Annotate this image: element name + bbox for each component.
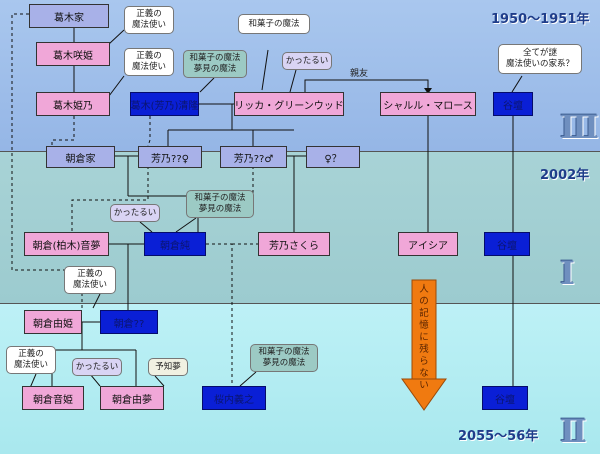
pointer-seigi2 — [108, 75, 125, 97]
note-wagashi-top: 和菓子の魔法 夢見の魔法 — [183, 50, 247, 78]
pointer-kattarui1 — [289, 69, 297, 93]
note-wagashi-bottom: 和菓子の魔法 夢見の魔法 — [250, 344, 318, 372]
shinyu-arrowhead — [424, 88, 432, 94]
dashed-f-to-nemu — [71, 166, 149, 232]
box-asakura-q: 朝倉?? — [100, 310, 158, 334]
box-asakura-otome: 朝倉音姫 — [22, 386, 84, 410]
box-unknown-mid: 谷壇 — [484, 232, 530, 256]
era-label-2002: 2002年 — [540, 168, 590, 183]
note-seigi-2: 正義の 魔法使い — [124, 48, 174, 76]
pointer-ricca — [261, 49, 269, 91]
note-mystery: 全てが謎 魔法使いの家系？ — [498, 44, 582, 74]
box-asakura-yuki: 朝倉由姫 — [24, 310, 82, 334]
box-yoshino-m: 芳乃??♂ — [220, 146, 287, 168]
note-kattarui-1: かったるい — [282, 52, 332, 70]
pointer-seigi1 — [108, 29, 125, 45]
dashed-kiyotaka-f — [147, 116, 151, 147]
box-aisia: アイシア — [398, 232, 458, 256]
label-shinyu: 親友 — [350, 69, 369, 79]
pointer-seigi4 — [29, 373, 37, 389]
note-yochimu: 予知夢 — [148, 358, 188, 376]
era-label-1950: 1950〜1951年 — [491, 12, 590, 27]
pointer-seigi3 — [92, 293, 101, 309]
note-seigi-1: 正義の 魔法使い — [124, 6, 174, 34]
roman-numeral-1: Ⅰ — [560, 254, 575, 292]
memory-arrow — [401, 279, 447, 411]
box-asakura-yume: 朝倉由夢 — [100, 386, 164, 410]
note-seigi-4: 正義の 魔法使い — [6, 346, 56, 374]
note-kattarui-3: かったるい — [72, 358, 122, 376]
pointer-kattarui2 — [139, 221, 153, 233]
box-katsuragi-himeno: 葛木姫乃 — [36, 92, 110, 116]
box-female-q: ♀？ — [306, 146, 360, 168]
box-unknown-bottom: 谷壇 — [482, 386, 528, 410]
line-shinyu — [304, 79, 429, 92]
box-yoshino-sakura: 芳乃さくら — [258, 232, 330, 256]
box-asakura-house: 朝倉家 — [46, 146, 115, 168]
box-charles: シャルル・マロース — [380, 92, 476, 116]
pointer-mystery — [511, 75, 523, 93]
roman-numeral-3: Ⅲ — [560, 108, 599, 146]
note-kattarui-2: かったるい — [110, 204, 160, 222]
box-katsuragi-house: 葛木家 — [29, 4, 109, 28]
box-asakura-jun: 朝倉純 — [144, 232, 206, 256]
note-wagashi-ricca: 和菓子の魔法 — [238, 14, 310, 34]
roman-numeral-2: Ⅱ — [560, 412, 587, 450]
era-label-2055: 2055〜56年 — [458, 429, 539, 444]
box-asakura-nemu: 朝倉(柏木)音夢 — [24, 232, 109, 256]
box-katsuragi-kiyotaka: 葛木(芳乃)清隆 — [130, 92, 199, 116]
box-katsuragi-sakihime: 葛木咲姫 — [36, 42, 110, 66]
box-unknown-top: 谷壇 — [493, 92, 533, 116]
dashed-jun-to-yoshiyuki — [206, 243, 233, 386]
pointer-wagashi-top — [199, 77, 215, 93]
pointer-kattarui3 — [89, 373, 101, 387]
box-sakurauchi-yoshiyuki: 桜内義之 — [202, 386, 266, 410]
pointer-wagashi-bottom — [239, 371, 257, 387]
box-yoshino-f: 芳乃??♀ — [138, 146, 202, 168]
memory-arrow-label: 人の記憶に残らない — [419, 284, 429, 391]
note-seigi-3: 正義の 魔法使い — [64, 266, 116, 294]
box-ricca: リッカ・グリーンウッド — [234, 92, 344, 116]
pointer-wagashi-mid — [175, 217, 197, 233]
pointer-yochimu — [154, 375, 165, 387]
note-wagashi-mid: 和菓子の魔法 夢見の魔法 — [186, 190, 254, 218]
